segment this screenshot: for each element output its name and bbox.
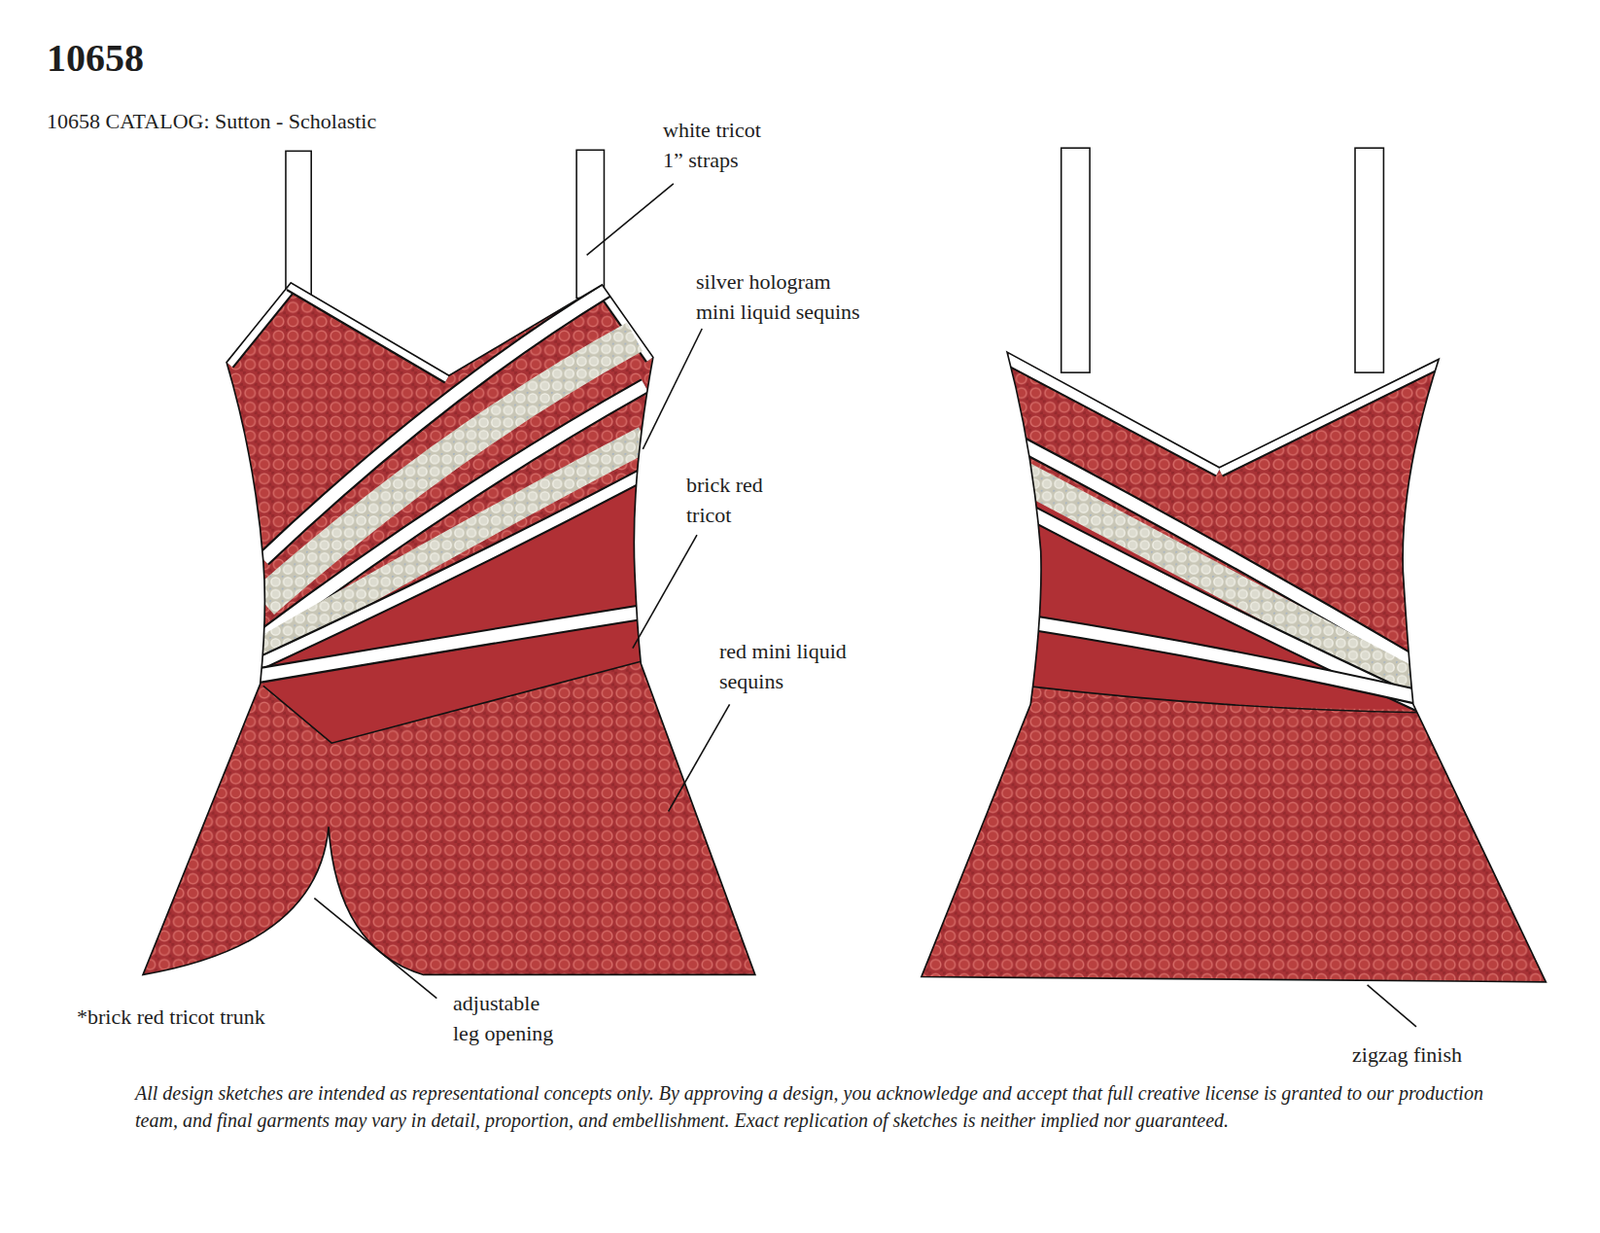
callout-label: brick red tricot xyxy=(686,469,767,530)
callout-label: white tricot 1” straps xyxy=(662,114,766,175)
callout-label: zigzag finish xyxy=(1352,1039,1462,1070)
callout-label: silver hologram mini liquid sequins xyxy=(695,266,865,327)
callout-label: adjustable leg opening xyxy=(452,987,558,1048)
sketch-number: 10658 xyxy=(46,34,144,82)
callout-label: *brick red tricot trunk xyxy=(76,1001,266,1032)
disclaimer: All design sketches are intended as repr… xyxy=(135,1078,1496,1134)
callout-label: 10658 CATALOG: Sutton - Scholastic xyxy=(46,105,377,137)
callout-label: red mini liquid sequins xyxy=(719,635,888,696)
